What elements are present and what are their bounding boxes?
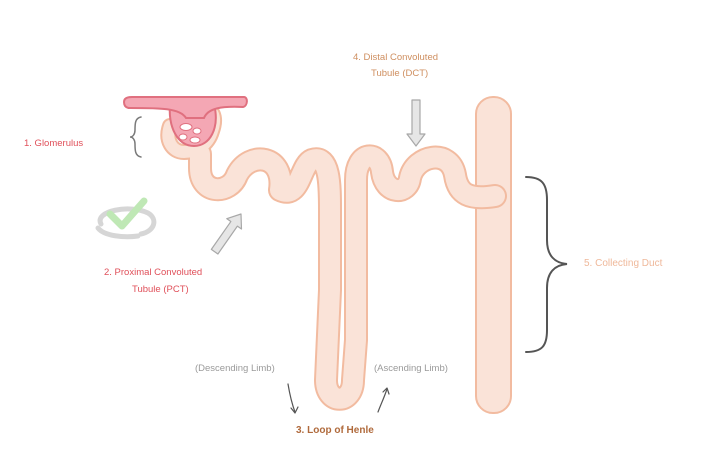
loop-of-henle-label: 3. Loop of Henle (296, 425, 374, 436)
dct-arrow (406, 99, 426, 147)
dct-label-line1: 4. Distal Convoluted (353, 52, 439, 63)
pct-label-line2: Tubule (PCT) (132, 284, 189, 295)
ascending-limb-label: (Ascending Limb) (374, 363, 448, 374)
ascending-limb-arrow (377, 387, 390, 413)
dct-label-line2: Tubule (DCT) (371, 68, 429, 79)
collecting-duct-label: 5. Collecting Duct (584, 258, 663, 269)
nephron-tubule (160, 102, 507, 411)
descending-limb-label: (Descending Limb) (195, 363, 275, 374)
descending-limb-arrow (287, 383, 299, 414)
checkmark-icon (95, 197, 157, 240)
collecting-duct (475, 96, 512, 414)
collecting-duct-bracket (525, 176, 568, 353)
glomerulus-label: 1. Glomerulus (24, 138, 84, 149)
glomerulus-brace (129, 116, 142, 158)
glomerulus (122, 96, 248, 148)
pct-label-line1: 2. Proximal Convoluted (104, 267, 203, 278)
pct-arrow (210, 213, 243, 255)
